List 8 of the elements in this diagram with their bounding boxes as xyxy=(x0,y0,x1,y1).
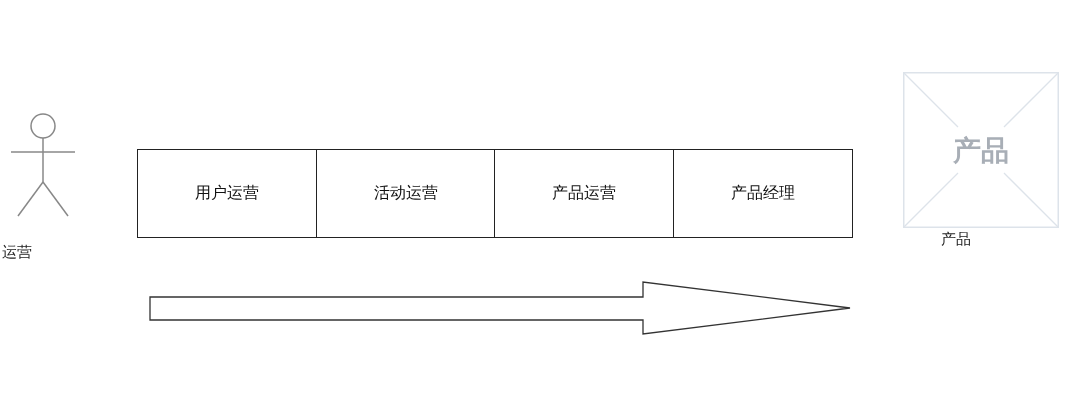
node-label: 运营 xyxy=(2,243,32,262)
placeholder-text: 产品 xyxy=(952,133,1010,169)
process-box: 用户运营 xyxy=(137,149,317,238)
process-box: 产品运营 xyxy=(494,149,674,238)
node-label: 产品 xyxy=(941,230,971,249)
process-box: 产品经理 xyxy=(673,149,853,238)
process-box: 活动运营 xyxy=(316,149,495,238)
stick-figure xyxy=(10,112,76,218)
